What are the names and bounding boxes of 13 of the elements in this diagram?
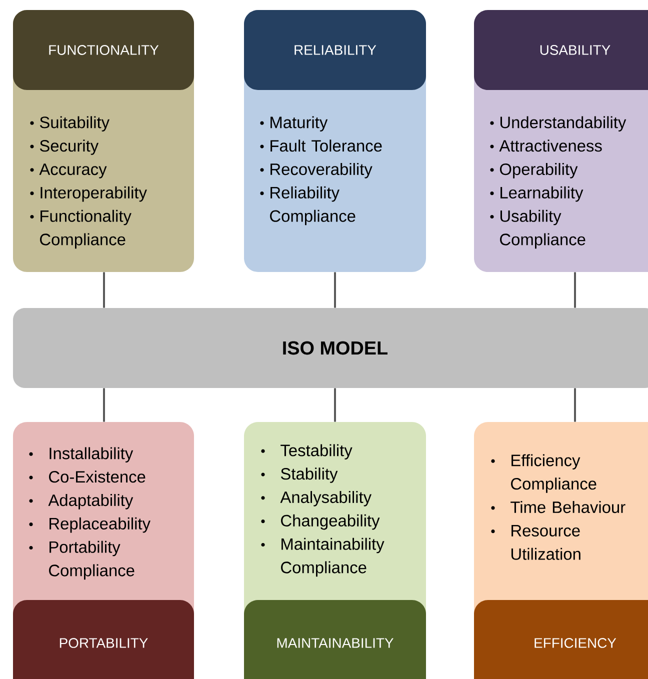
model-bar: ISO MODEL — [13, 308, 648, 388]
connector-line — [334, 272, 336, 308]
quality-card: Testability Stability Analysability Changeability Maintainability Compliance MAINTAINABILITY — [244, 422, 426, 679]
connector-line — [103, 272, 105, 308]
connector-line — [334, 388, 336, 422]
connector-line — [574, 272, 576, 308]
quality-card: FUNCTIONALITY Suitability Security Accuracy Interoperability Functionality Compliance — [13, 10, 194, 272]
quality-card: Installability Co-Existence Adaptability Replaceability Portability Compliance PORTABILITY — [13, 422, 194, 679]
quality-card: USABILITY Understandability Attractiveness Operability Learnability Usability Compliance — [474, 10, 648, 272]
connector-line — [574, 388, 576, 422]
quality-card: RELIABILITY Maturity Fault Tolerance Recoverability Reliability Compliance — [244, 10, 426, 272]
connector-line — [103, 388, 105, 422]
quality-card: Efficiency Compliance Time Behaviour Resource Utilization EFFICIENCY — [474, 422, 648, 679]
